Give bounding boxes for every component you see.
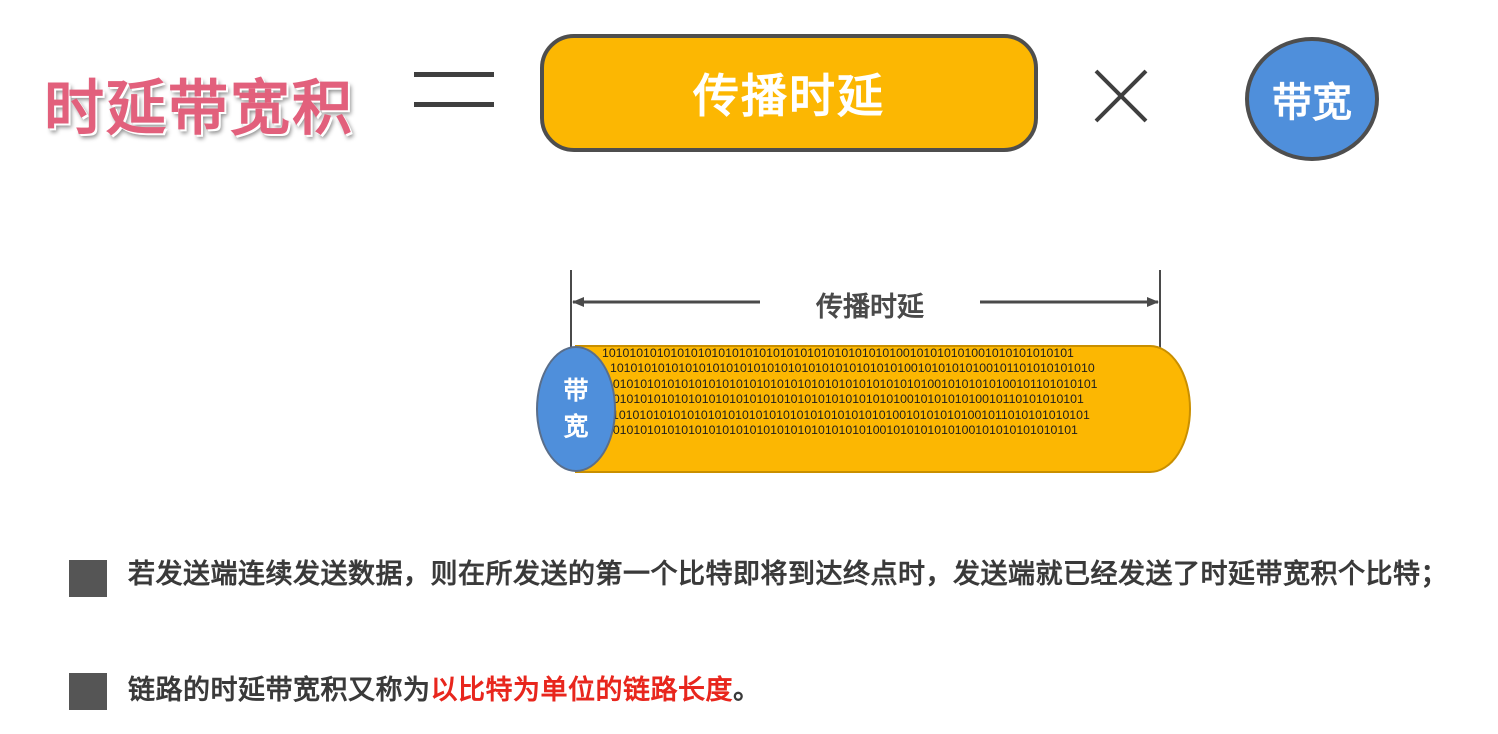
bullet-square-icon bbox=[69, 673, 107, 710]
pipe-end-label-bottom: 宽 bbox=[563, 412, 589, 441]
propagation-delay-label: 传播时延 bbox=[693, 69, 885, 123]
bullet-square-icon bbox=[69, 560, 107, 597]
bit-row: 1010101010101010101010101010101010101010… bbox=[610, 361, 1095, 376]
bullet-text-2-highlight: 以比特为单位的链路长度 bbox=[430, 675, 733, 706]
bandwidth-circle: 带宽 bbox=[1245, 37, 1379, 161]
bit-row: 1010101010101010101010101010101010101010… bbox=[606, 423, 1078, 438]
pipe-body bbox=[575, 345, 1191, 473]
bit-row: 1010101010101010101010101010101010101010… bbox=[602, 346, 1074, 360]
formula-title: 时延带宽积 bbox=[44, 74, 354, 144]
bullet-text-2-tail: 。 bbox=[733, 675, 761, 706]
propagation-delay-box: 传播时延 bbox=[540, 34, 1038, 152]
times-icon bbox=[1094, 69, 1148, 123]
dimension-label: 传播时延 bbox=[760, 283, 980, 325]
equals-bar-bottom bbox=[414, 102, 494, 107]
bit-row: 1010101010101010101010101010101010101010… bbox=[606, 392, 1084, 407]
bit-stream: 1010101010101010101010101010101010101010… bbox=[602, 346, 1182, 470]
bullet-text-1: 若发送端连续发送数据，则在所发送的第一个比特即将到达终点时，发送端就已经发送了时… bbox=[128, 559, 1448, 590]
bullet-text-2-lead: 链路的时延带宽积又称为 bbox=[128, 675, 431, 706]
bit-row: 1010101010101010101010101010101010101010… bbox=[612, 407, 1090, 422]
pipe-end-label-top: 带 bbox=[563, 376, 589, 405]
bit-row: 1010101010101010101010101010101010101010… bbox=[606, 376, 1098, 391]
pipe-end-bandwidth: 带 宽 bbox=[536, 346, 616, 472]
bullet-text-2: 链路的时延带宽积又称为以比特为单位的链路长度。 bbox=[128, 668, 1478, 713]
equals-sign bbox=[414, 72, 494, 108]
bandwidth-label: 带宽 bbox=[1272, 80, 1352, 126]
equals-bar-top bbox=[414, 72, 494, 77]
